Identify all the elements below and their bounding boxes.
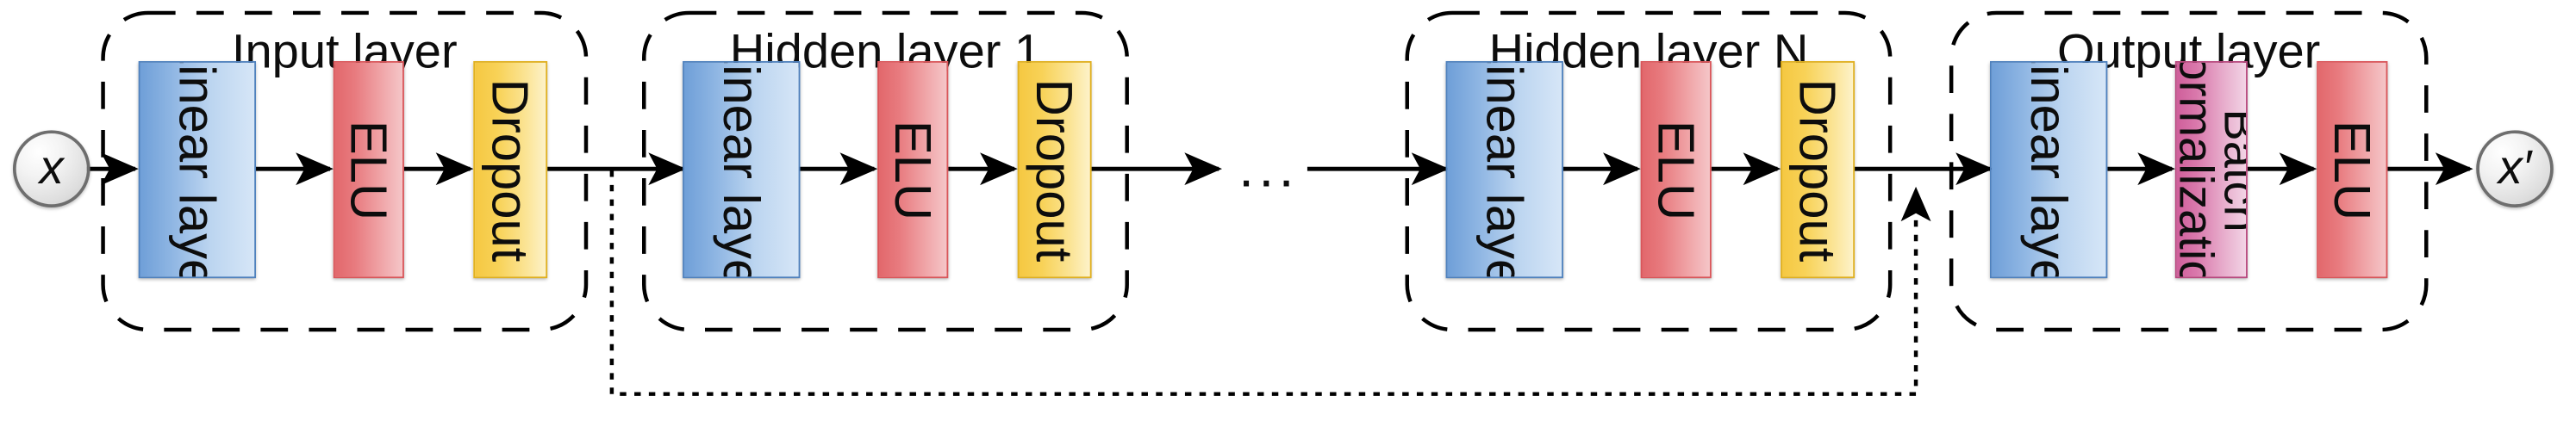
group-outline-output-layer	[1949, 10, 2429, 332]
block-h1-linear: Linear layer	[683, 60, 801, 279]
output-node: x′	[2476, 130, 2554, 207]
block-hn-dropout: Dropout	[1781, 60, 1856, 279]
input-node: x	[12, 130, 90, 207]
block-label-hn-dropout: Dropout	[1788, 77, 1847, 262]
block-hn-elu: ELU	[1640, 60, 1712, 279]
block-label-in-dropout: Dropout	[481, 77, 540, 262]
block-label-h1-dropout: Dropout	[1025, 77, 1084, 262]
block-in-elu: ELU	[333, 60, 404, 279]
block-label-in-linear: Linear layer	[168, 60, 227, 279]
block-label-h1-linear: Linear layer	[712, 60, 770, 279]
block-out-linear: Linear layer	[1990, 60, 2108, 279]
block-out-batchnorm: normalization Batch	[2174, 60, 2248, 279]
output-node-label: x′	[2498, 141, 2532, 195]
input-node-label: x	[39, 141, 64, 195]
skip-connection-path	[609, 170, 1931, 396]
ellipsis-label: ...	[1238, 138, 1299, 200]
block-h1-dropout: Dropout	[1017, 60, 1092, 279]
group-outline-input-layer	[101, 10, 589, 332]
block-label-out-linear: Linear layer	[2019, 60, 2078, 279]
block-out-elu: ELU	[2317, 60, 2388, 279]
block-h1-elu: ELU	[877, 60, 949, 279]
block-in-dropout: Dropout	[473, 60, 548, 279]
block-label-hn-elu: ELU	[1647, 119, 1706, 220]
group-outline-hidden-layer-1	[642, 10, 1129, 332]
block-label-out-batchnorm-line2: Batch	[2212, 108, 2248, 232]
block-label-h1-elu: ELU	[883, 119, 942, 220]
group-outline-hidden-layer-n	[1405, 10, 1893, 332]
block-label-in-elu: ELU	[340, 119, 398, 220]
block-label-out-batchnorm-line1: normalization	[2174, 63, 2222, 276]
block-label-out-elu: ELU	[2323, 119, 2381, 220]
block-hn-linear: Linear layer	[1445, 60, 1563, 279]
block-label-hn-linear: Linear layer	[1475, 60, 1534, 279]
block-in-linear: Linear layer	[138, 60, 257, 279]
